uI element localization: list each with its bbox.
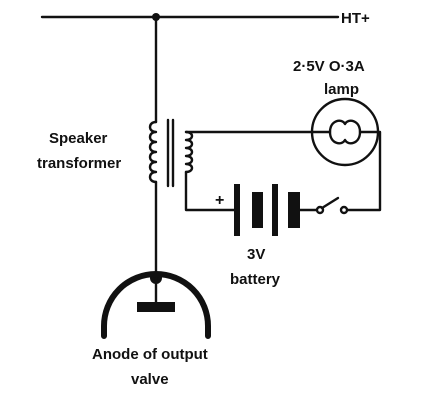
anode-label: Anode of output (92, 346, 208, 363)
valve-envelope (101, 271, 211, 339)
primary-coil (148, 120, 158, 184)
speaker-label: Speaker (49, 130, 108, 147)
output-valve (101, 271, 211, 339)
lamp-filament (328, 119, 362, 145)
secondary-coil (184, 130, 194, 174)
speaker-transformer (148, 118, 194, 188)
valve-anode-plate (137, 302, 175, 312)
battery-symbol (234, 184, 300, 236)
battery-voltage-label: 3V (247, 246, 265, 263)
switch-symbol (315, 196, 349, 215)
lamp-rating-label: 2·5V O·3A (293, 58, 365, 75)
battery-label: battery (230, 271, 281, 288)
battery-plate-1 (234, 184, 240, 236)
lamp-label: lamp (324, 81, 359, 98)
secondary-bottom-wire (184, 170, 236, 212)
battery-plate-2 (252, 192, 263, 228)
lamp-symbol (310, 97, 380, 167)
switch-contact-right (339, 205, 349, 215)
transformer-label: transformer (37, 155, 121, 172)
battery-plate-3 (272, 184, 278, 236)
switch-lever (320, 196, 340, 210)
ht-plus-label: HT+ (341, 10, 370, 27)
ht-rail (40, 13, 340, 21)
valve-label: valve (131, 371, 169, 388)
battery-plate-4 (288, 192, 300, 228)
battery-plus-sign: + (215, 192, 224, 209)
